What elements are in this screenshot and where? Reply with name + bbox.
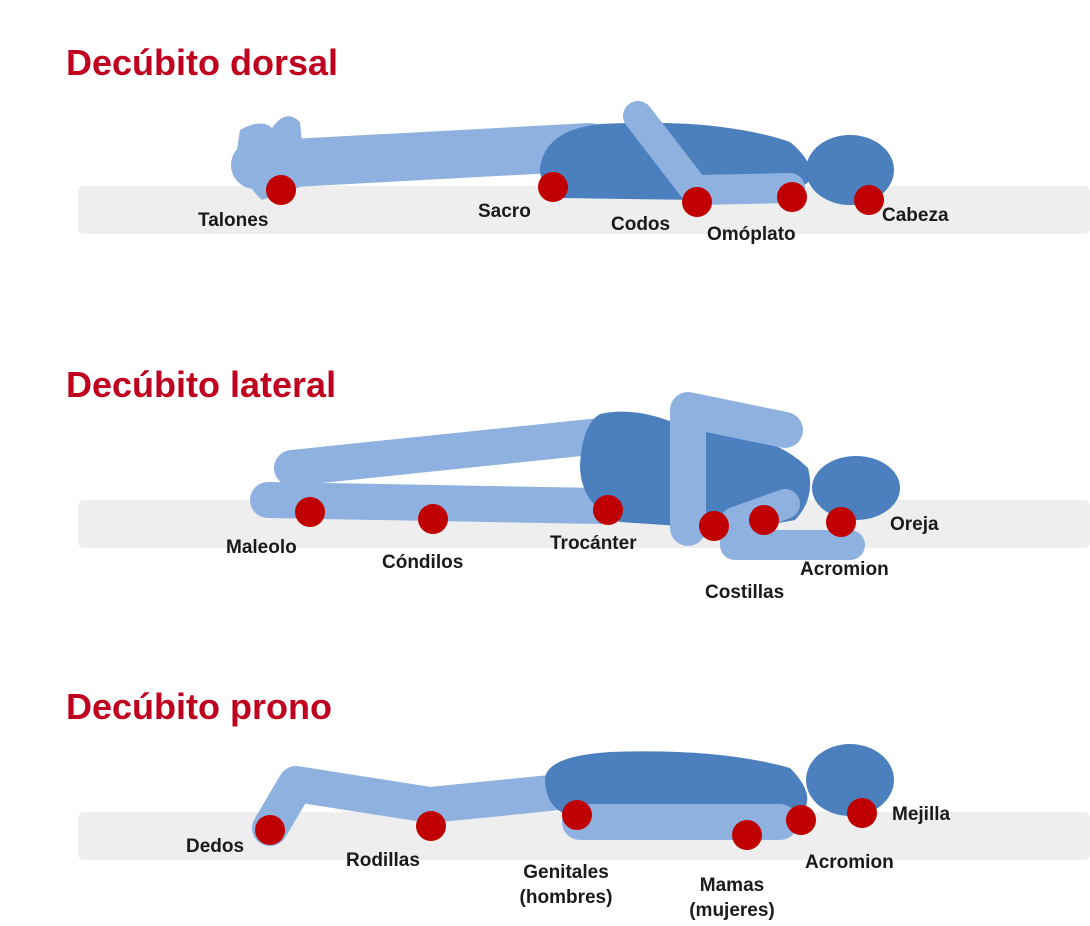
prono-figure <box>78 744 1090 860</box>
point-trocanter <box>593 495 623 525</box>
lower-leg-lateral <box>250 482 618 524</box>
label-rodillas: Rodillas <box>346 850 420 871</box>
title-dorsal: Decúbito dorsal <box>66 42 339 83</box>
label-acromion-lateral: Acromion <box>800 559 889 580</box>
label-genitales: Genitales (hombres) <box>504 860 628 910</box>
leg-dorsal <box>231 123 614 189</box>
label-maleolo: Maleolo <box>226 537 297 558</box>
head-prono <box>806 744 894 816</box>
label-oreja: Oreja <box>890 514 939 535</box>
torso-prono <box>545 751 808 818</box>
label-mamas-line2: (mujeres) <box>689 900 775 921</box>
label-codos: Codos <box>611 214 671 235</box>
label-mamas-line1: Mamas <box>699 875 765 896</box>
label-mejilla: Mejilla <box>892 804 951 825</box>
point-sacro <box>538 172 568 202</box>
point-acromion-lateral <box>826 507 856 537</box>
label-dedos: Dedos <box>186 836 245 857</box>
point-genitales <box>562 800 592 830</box>
upper-leg-lateral <box>274 418 618 486</box>
title-prono: Decúbito prono <box>66 686 332 727</box>
point-codos <box>682 187 712 217</box>
lateral-figure <box>78 392 1090 560</box>
point-rodillas <box>416 811 446 841</box>
point-mejilla <box>847 798 877 828</box>
point-dedos <box>255 815 285 845</box>
label-cabeza: Cabeza <box>882 205 949 226</box>
point-maleolo <box>295 497 325 527</box>
point-omoplato <box>777 182 807 212</box>
head-lateral <box>812 456 900 520</box>
title-lateral: Decúbito lateral <box>66 364 337 405</box>
label-talones: Talones <box>198 210 269 231</box>
label-costillas: Costillas <box>705 582 785 603</box>
leg-prono <box>252 766 578 846</box>
label-sacro: Sacro <box>478 201 531 222</box>
point-costillas-2 <box>749 505 779 535</box>
point-mamas <box>732 820 762 850</box>
label-genitales-line1: Genitales <box>523 862 609 883</box>
point-acromion-prono <box>786 805 816 835</box>
label-condilos: Cóndilos <box>382 552 464 573</box>
label-omoplato: Omóplato <box>707 224 796 245</box>
label-genitales-line2: (hombres) <box>519 887 613 908</box>
label-mamas: Mamas (mujeres) <box>678 873 786 923</box>
point-talones <box>266 175 296 205</box>
point-costillas-1 <box>699 511 729 541</box>
point-condilos <box>418 504 448 534</box>
label-trocanter: Trocánter <box>550 533 637 554</box>
point-cabeza <box>854 185 884 215</box>
upper-arm-lateral <box>670 392 803 546</box>
dorsal-figure <box>78 101 1090 234</box>
label-acromion-prono: Acromion <box>805 852 894 873</box>
